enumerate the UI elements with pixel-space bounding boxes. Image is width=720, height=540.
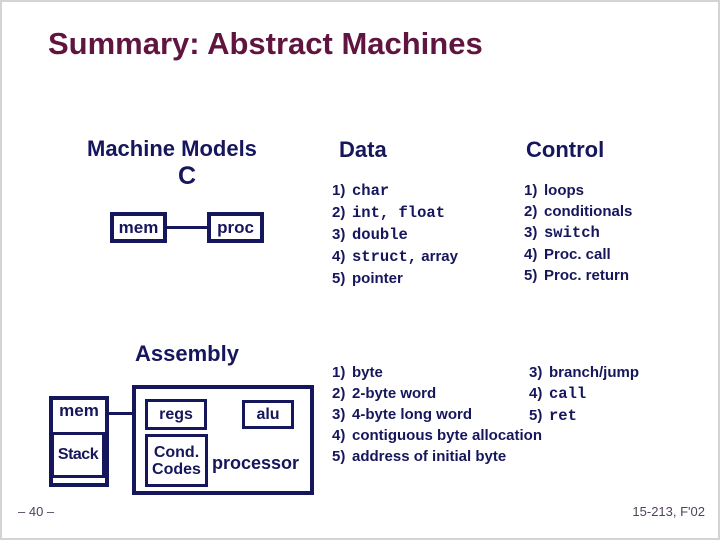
list-item: 3) 4-byte long word bbox=[332, 404, 542, 425]
list-item: 3) switch bbox=[524, 222, 632, 244]
list-item-number: 3) bbox=[524, 224, 538, 241]
c-control-list: 1) loops 2) conditionals 3) switch 4) Proc. cal… bbox=[524, 180, 632, 286]
list-item: 3) branch/jump bbox=[529, 362, 639, 383]
assembly-data-list: 1) byte 2) 2-byte word 3) 4-byte long word 4) c… bbox=[332, 362, 542, 467]
course-label: 15-213, F'02 bbox=[632, 504, 705, 519]
list-item-text: array bbox=[417, 248, 458, 265]
list-item-text: Proc. return bbox=[544, 267, 630, 284]
list-item-text: Proc. call bbox=[544, 246, 611, 263]
assembly-control-list: 3) branch/jump 4) call 5) ret bbox=[529, 362, 639, 427]
heading-control: Control bbox=[526, 137, 605, 162]
list-item-text: branch/jump bbox=[549, 364, 640, 381]
slide-title: Summary: Abstract Machines bbox=[48, 26, 483, 61]
code-keyword: struct, bbox=[352, 248, 418, 266]
list-item: 5) Proc. return bbox=[524, 265, 632, 286]
heading-data: Data bbox=[339, 137, 387, 162]
list-item-number: 1) bbox=[332, 182, 346, 199]
list-item-number: 4) bbox=[529, 385, 543, 402]
heading-c-machine: C bbox=[177, 162, 197, 190]
list-item: 4) contiguous byte allocation bbox=[332, 425, 542, 446]
c-proc-label: proc bbox=[217, 217, 254, 237]
list-item: 5) address of initial byte bbox=[332, 446, 542, 467]
list-item: 1) char bbox=[332, 180, 458, 202]
c-mem-proc-connector-line bbox=[165, 226, 209, 229]
list-item: 3) double bbox=[332, 224, 458, 246]
list-item-number: 4) bbox=[524, 246, 538, 263]
list-item: 4) call bbox=[529, 383, 639, 405]
assembly-mem-processor-connector-line bbox=[107, 412, 134, 415]
assembly-cond-codes-label-line2: Codes bbox=[152, 460, 201, 478]
list-item-text: 4-byte long word bbox=[352, 406, 472, 423]
list-item-number: 2) bbox=[332, 204, 346, 221]
list-item-number: 1) bbox=[524, 182, 538, 199]
list-item-number: 5) bbox=[332, 270, 346, 287]
list-item-text: address of initial byte bbox=[352, 448, 507, 465]
c-proc-box: proc bbox=[207, 212, 264, 243]
assembly-alu-box: alu bbox=[242, 400, 294, 429]
heading-assembly: Assembly bbox=[135, 341, 239, 366]
list-item-text: contiguous byte allocation bbox=[352, 427, 543, 444]
list-item-text: 2-byte word bbox=[352, 385, 437, 402]
list-item-text: byte bbox=[352, 364, 383, 381]
list-item-number: 3) bbox=[332, 406, 346, 423]
assembly-alu-label: alu bbox=[256, 405, 280, 423]
c-data-list: 1) char 2) int, float 3) double 4) struct, arra… bbox=[332, 180, 458, 289]
assembly-regs-label: regs bbox=[159, 405, 193, 423]
list-item: 1) byte bbox=[332, 362, 542, 383]
list-item-text: pointer bbox=[352, 270, 403, 287]
list-item: 1) loops bbox=[524, 180, 632, 201]
list-item-text: conditionals bbox=[544, 203, 633, 220]
page-number: – 40 – bbox=[18, 504, 55, 519]
list-item-number: 5) bbox=[529, 407, 543, 424]
c-mem-label: mem bbox=[118, 217, 159, 237]
heading-machine-models: Machine Models bbox=[87, 136, 257, 161]
list-item: 2) 2-byte word bbox=[332, 383, 542, 404]
list-item: 4) struct, array bbox=[332, 246, 458, 268]
assembly-stack-label: Stack bbox=[57, 446, 99, 463]
list-item-number: 2) bbox=[332, 385, 346, 402]
code-keyword: call bbox=[549, 385, 587, 403]
list-item-text: loops bbox=[544, 182, 584, 199]
assembly-cond-codes-box: Cond. Codes bbox=[145, 434, 208, 487]
code-keyword: char bbox=[352, 182, 390, 200]
assembly-cond-codes-label-line1: Cond. bbox=[153, 443, 200, 461]
list-item: 4) Proc. call bbox=[524, 244, 632, 265]
list-item-number: 3) bbox=[332, 226, 346, 243]
list-item-number: 4) bbox=[332, 427, 346, 444]
code-keyword: double bbox=[352, 226, 408, 244]
assembly-regs-box: regs bbox=[145, 399, 207, 430]
list-item-number: 3) bbox=[529, 364, 543, 381]
list-item-number: 2) bbox=[524, 203, 538, 220]
c-mem-box: mem bbox=[110, 212, 167, 243]
code-keyword: ret bbox=[549, 407, 577, 425]
list-item-number: 5) bbox=[332, 448, 346, 465]
assembly-mem-label: mem bbox=[59, 401, 99, 420]
list-item: 2) conditionals bbox=[524, 201, 632, 222]
list-item-number: 4) bbox=[332, 248, 346, 265]
list-item-number: 1) bbox=[332, 364, 346, 381]
list-item: 5) ret bbox=[529, 405, 639, 427]
assembly-processor-label: processor bbox=[212, 453, 300, 473]
list-item: 2) int, float bbox=[332, 202, 458, 224]
list-item-number: 5) bbox=[524, 267, 538, 284]
code-keyword: int, float bbox=[352, 204, 446, 222]
list-item: 5) pointer bbox=[332, 268, 458, 289]
assembly-stack-box: Stack bbox=[51, 432, 105, 478]
code-keyword: switch bbox=[544, 224, 600, 242]
